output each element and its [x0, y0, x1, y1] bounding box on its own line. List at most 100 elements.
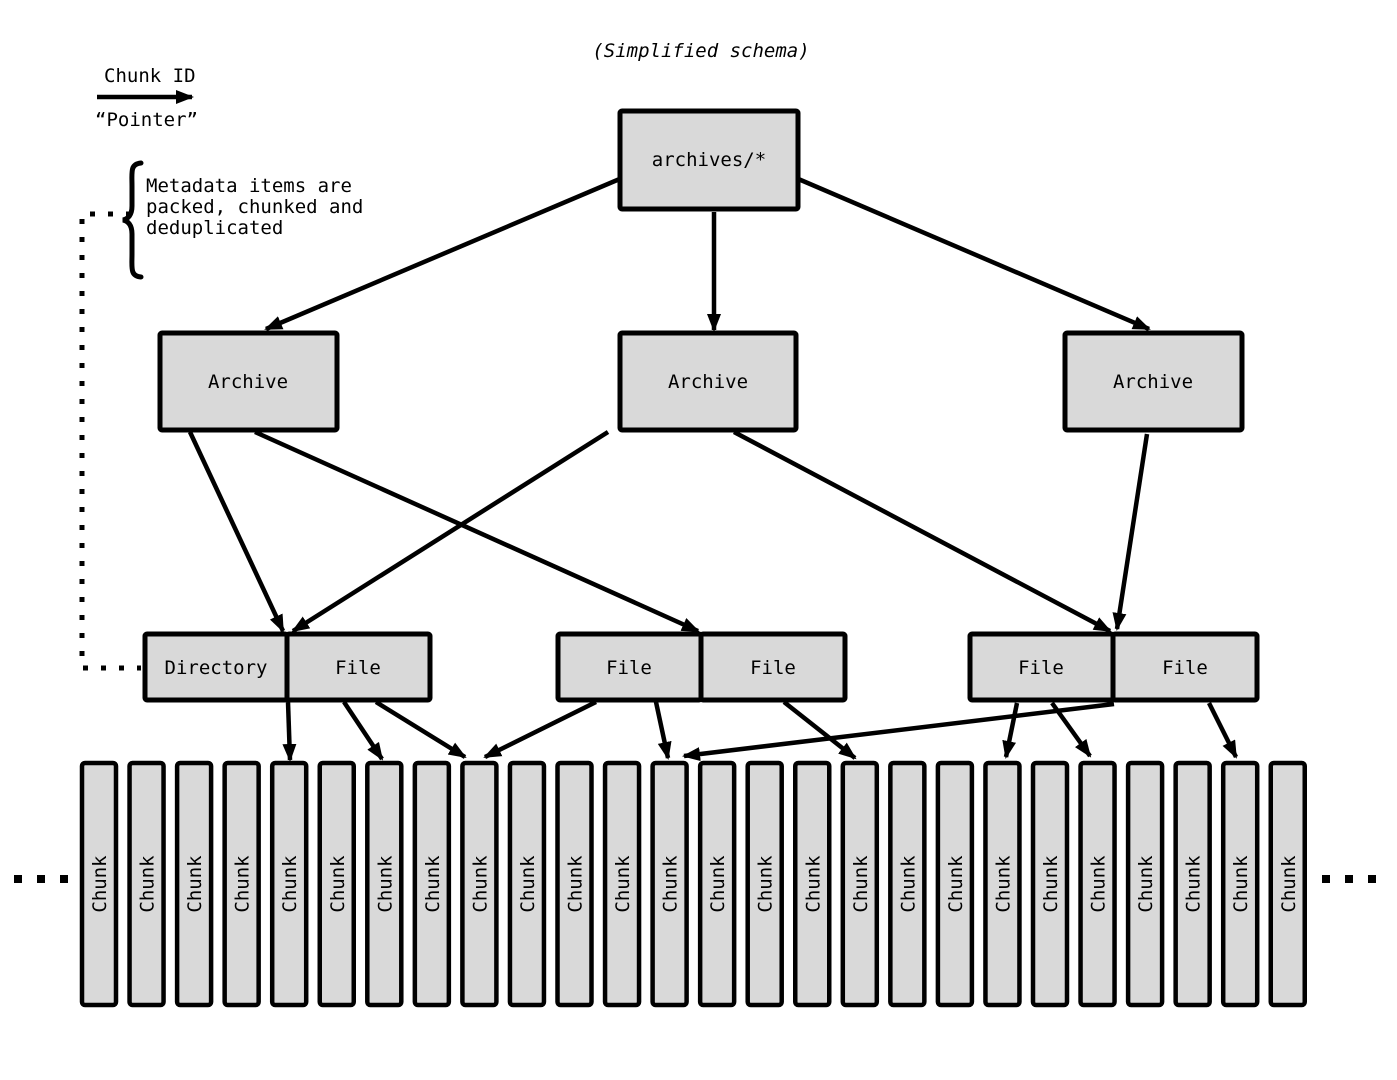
edge-archive-1-to-pair-2 [254, 429, 700, 634]
chunk-label: Chunk [232, 855, 254, 913]
chunk-node-19: Chunk [935, 760, 975, 1008]
chunk-rect [269, 760, 309, 1008]
chunk-label: Chunk [1040, 855, 1062, 913]
chunk-node-21: Chunk [1030, 760, 1070, 1008]
archive-2-label: Archive [668, 371, 748, 393]
chunk-label: Chunk [850, 855, 872, 913]
archive-2-rect [617, 330, 799, 433]
chunk-row: Chunk Chunk Chunk Chunk Chunk Chunk Chunk Chunk… [79, 760, 1307, 1008]
chunk-rect [460, 760, 499, 1008]
chunk-label: Chunk [374, 855, 396, 913]
legend: Chunk ID “Pointer” [95, 65, 198, 131]
node-archive-1: Archive [157, 330, 340, 433]
chunk-node-23: Chunk [1125, 760, 1165, 1008]
chunk-node-5: Chunk [269, 760, 309, 1008]
chunk-node-9: Chunk [460, 760, 499, 1008]
edge-file-2a-to-chunk-9 [483, 699, 597, 760]
directory-label: Directory [165, 657, 268, 679]
node-pair-3: File File [967, 631, 1260, 703]
chunk-label: Chunk [897, 855, 919, 913]
chunk-label: Chunk [945, 855, 967, 913]
chunk-node-16: Chunk [793, 760, 832, 1008]
chunk-node-14: Chunk [697, 760, 737, 1008]
edge-pair-3-to-chunk-13 [682, 701, 1115, 762]
edge-archive-2-to-pair-1 [291, 430, 610, 633]
chunk-rect [1173, 760, 1212, 1008]
chunk-node-7: Chunk [365, 760, 404, 1008]
chunk-node-15: Chunk [745, 760, 784, 1008]
chunk-rect [602, 760, 642, 1008]
chunk-rect [174, 760, 214, 1008]
chunk-label: Chunk [707, 855, 729, 913]
chunk-rect [745, 760, 784, 1008]
chunk-rect [983, 760, 1022, 1008]
chunk-label: Chunk [755, 855, 777, 913]
chunk-label: Chunk [1278, 855, 1300, 913]
edge-archives-to-archive-3 [795, 175, 1151, 332]
chunk-rect [697, 760, 737, 1008]
archive-1-label: Archive [208, 371, 288, 393]
chunk-label: Chunk [137, 855, 159, 913]
chunk-rect [1268, 760, 1307, 1008]
chunk-node-1: Chunk [79, 760, 119, 1008]
file-1b-rect [284, 631, 433, 703]
chunk-rect [79, 760, 119, 1008]
edge-file-1b-to-chunk-9 [374, 700, 467, 759]
note-line-3: deduplicated [146, 217, 283, 239]
chunk-label: Chunk [184, 855, 206, 913]
chunk-node-11: Chunk [555, 760, 594, 1008]
chunk-rect [1078, 760, 1117, 1008]
chunk-rect [1125, 760, 1165, 1008]
file-3b-label: File [1162, 657, 1208, 679]
chunk-label: Chunk [279, 855, 301, 913]
edge-file-3a-to-chunk-20 [1002, 702, 1020, 759]
node-archive-2: Archive [617, 330, 799, 433]
chunk-label: Chunk [1088, 855, 1110, 913]
chunk-label: Chunk [1183, 855, 1205, 913]
file-1b-label: File [335, 657, 381, 679]
dotted-connector [79, 211, 141, 671]
chunk-label: Chunk [1230, 855, 1252, 913]
curly-brace-icon [122, 160, 144, 280]
chunk-node-25: Chunk [1220, 760, 1260, 1008]
chunk-rect [793, 760, 832, 1008]
file-3b-rect [1110, 631, 1260, 703]
file-2a-label: File [606, 657, 652, 679]
archives-root-label: archives/* [652, 149, 766, 171]
chunk-label: Chunk [1135, 855, 1157, 913]
chunk-node-24: Chunk [1173, 760, 1212, 1008]
node-archives-root: archives/* [617, 108, 801, 212]
chunk-label: Chunk [422, 855, 444, 913]
edge-file-2a-to-chunk-13 [653, 701, 672, 760]
edge-file-1b-to-chunk-7 [342, 700, 384, 761]
chunk-node-2: Chunk [127, 760, 166, 1008]
edge-archive-1-to-pair-1 [187, 431, 286, 633]
chunk-label: Chunk [660, 855, 682, 913]
chunk-label: Chunk [89, 855, 111, 913]
chunk-node-12: Chunk [602, 760, 642, 1008]
chunk-rect [365, 760, 404, 1008]
file-2b-label: File [750, 657, 796, 679]
edge-archives-to-archive-1 [264, 175, 623, 332]
archives-root-rect [617, 108, 801, 212]
edge-archive-3-to-pair-3 [1112, 433, 1150, 631]
file-2b-rect [698, 631, 848, 703]
chunk-label: Chunk [517, 855, 539, 913]
chunk-node-18: Chunk [888, 760, 927, 1008]
node-archive-3: Archive [1062, 330, 1245, 433]
chunk-rect [222, 760, 261, 1008]
chunk-rect [412, 760, 452, 1008]
chunk-node-10: Chunk [507, 760, 547, 1008]
chunk-rect [127, 760, 166, 1008]
chunk-label: Chunk [327, 855, 349, 913]
note-line-1: Metadata items are [146, 175, 352, 197]
chunk-label: Chunk [469, 855, 491, 913]
chunk-rect [1030, 760, 1070, 1008]
chunk-node-20: Chunk [983, 760, 1022, 1008]
chunk-node-22: Chunk [1078, 760, 1117, 1008]
chunk-label: Chunk [802, 855, 824, 913]
diagram-title: (Simplified schema) [592, 40, 809, 62]
chunk-label: Chunk [992, 855, 1014, 913]
metadata-note: Metadata items are packed, chunked and d… [122, 160, 363, 280]
